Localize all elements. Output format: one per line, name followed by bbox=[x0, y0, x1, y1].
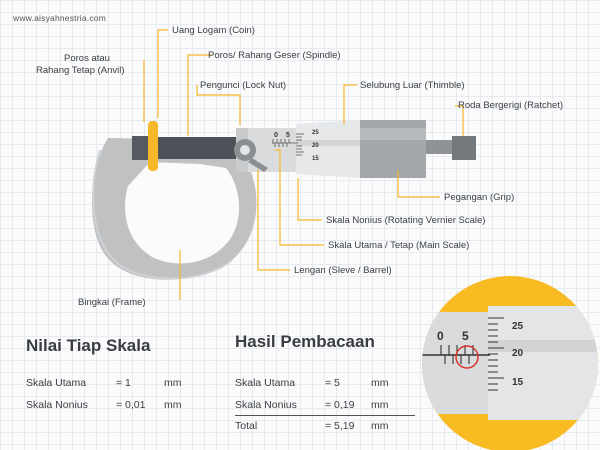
frame-highlight bbox=[92, 149, 233, 280]
hasil-row-unit: mm bbox=[371, 420, 389, 432]
site-url: www.aisyahnestria.com bbox=[13, 13, 107, 23]
nilai-row-label: Skala Utama bbox=[26, 377, 87, 389]
hasil-row-label: Skala Nonius bbox=[235, 399, 297, 411]
zoom-20-label: 20 bbox=[512, 348, 524, 359]
label-coin: Uang Logam (Coin) bbox=[172, 25, 255, 36]
spindle bbox=[158, 137, 238, 159]
zoom-thimble bbox=[488, 306, 598, 420]
label-spindle: Poros/ Rahang Geser (Spindle) bbox=[208, 50, 341, 61]
hasil-title: Hasil Pembacaan bbox=[235, 332, 375, 351]
instrument-15-label: 15 bbox=[312, 156, 319, 162]
label-anvil-2: Rahang Tetap (Anvil) bbox=[36, 65, 125, 76]
label-frame: Bingkai (Frame) bbox=[78, 297, 146, 308]
thimble-shade bbox=[296, 140, 360, 146]
total-divider bbox=[235, 415, 415, 416]
ratchet bbox=[452, 136, 476, 160]
lock-nut-center bbox=[240, 145, 250, 155]
zoom-15-label: 15 bbox=[512, 377, 524, 388]
vernier-ticks bbox=[296, 133, 304, 156]
instrument-five-label: 5 bbox=[286, 132, 290, 139]
label-main-scale: Skala Utama / Tetap (Main Scale) bbox=[328, 240, 469, 251]
nilai-row-value: = 1 bbox=[116, 377, 131, 389]
leader-lines bbox=[143, 29, 464, 300]
zoom-zero-label: 0 bbox=[437, 329, 444, 343]
nilai-row-unit: mm bbox=[164, 399, 182, 411]
coin bbox=[148, 121, 158, 171]
nilai-row-value: = 0,01 bbox=[116, 399, 146, 411]
hasil-row-label: Skala Utama bbox=[235, 377, 296, 389]
hasil-row-unit: mm bbox=[371, 377, 389, 389]
grip-light bbox=[360, 128, 426, 140]
frame-inner-cutout bbox=[125, 162, 240, 264]
lock-lever bbox=[248, 158, 268, 172]
label-sleeve: Lengan (Sleve / Barrel) bbox=[294, 265, 392, 276]
label-grip: Pegangan (Grip) bbox=[444, 192, 514, 203]
nilai-title: Nilai Tiap Skala bbox=[26, 336, 151, 355]
zoom-sleeve bbox=[422, 312, 490, 414]
label-anvil-1: Poros atau bbox=[64, 53, 110, 64]
instrument-20-label: 20 bbox=[312, 143, 319, 149]
label-ratchet: Roda Bergerigi (Ratchet) bbox=[458, 100, 563, 111]
hasil-row-label: Total bbox=[235, 420, 258, 432]
label-vernier: Skala Nonius (Rotating Vernier Scale) bbox=[326, 215, 485, 226]
label-lock-nut: Pengunci (Lock Nut) bbox=[200, 80, 286, 91]
hasil-row-value: = 0,19 bbox=[325, 399, 355, 411]
nilai-row-unit: mm bbox=[164, 377, 182, 389]
zoom-thimble-shade bbox=[488, 340, 598, 352]
zoom-main-ticks bbox=[440, 345, 474, 364]
reading-mark bbox=[455, 345, 479, 369]
hasil-row-unit: mm bbox=[371, 399, 389, 411]
zoom-view bbox=[422, 306, 598, 420]
zoom-vernier-ticks bbox=[488, 317, 504, 391]
ratchet-neck bbox=[426, 140, 452, 154]
hasil-row-value: = 5,19 bbox=[325, 420, 355, 432]
zoom-five-label: 5 bbox=[462, 329, 469, 343]
instrument-25-label: 25 bbox=[312, 130, 319, 136]
thimble bbox=[296, 120, 360, 178]
hasil-row-value: = 5 bbox=[325, 377, 340, 389]
nilai-row-label: Skala Nonius bbox=[26, 399, 88, 411]
main-scale-ticks bbox=[272, 139, 298, 147]
zoom-25-label: 25 bbox=[512, 321, 524, 332]
label-thimble: Selubung Luar (Thimble) bbox=[360, 80, 465, 91]
instrument-zero-label: 0 bbox=[274, 132, 278, 139]
